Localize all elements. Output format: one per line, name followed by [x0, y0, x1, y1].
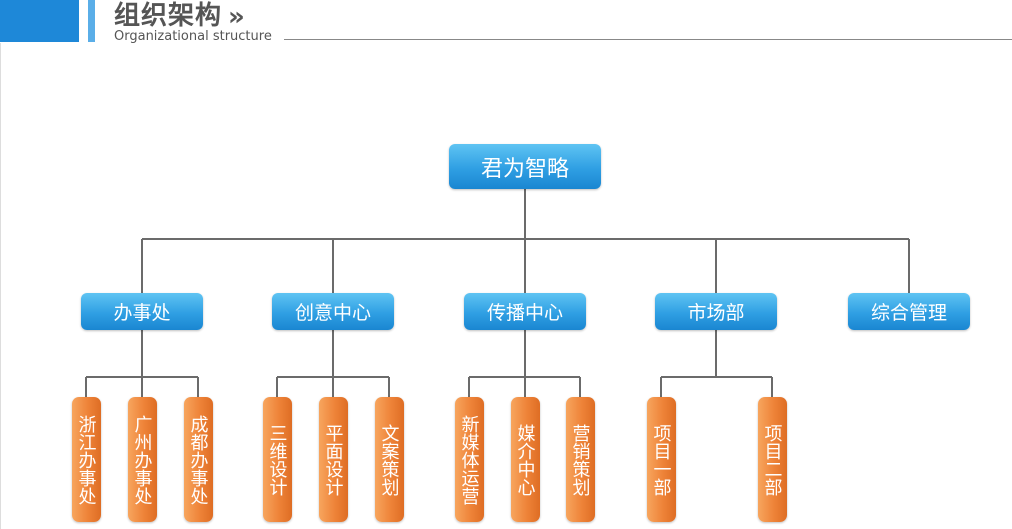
org-node-team: 广州办事处 — [127, 397, 157, 522]
org-node-team: 媒介中心 — [510, 397, 540, 522]
org-node-department: 市场部 — [655, 293, 777, 330]
org-node-team: 文案策划 — [374, 397, 404, 522]
org-node-department: 创意中心 — [272, 293, 394, 330]
header-accent-stripe — [88, 0, 95, 42]
org-node-team: 三维设计 — [262, 397, 292, 522]
org-node-team: 项目一部 — [646, 397, 676, 522]
double-chevron-right-icon: » — [228, 2, 245, 32]
org-node-team: 营销策划 — [565, 397, 595, 522]
org-node-team: 项目二部 — [757, 397, 787, 522]
page-title: 组织架构 — [114, 1, 223, 31]
org-node-team: 浙江办事处 — [71, 397, 101, 522]
org-node-team: 新媒体运营 — [454, 397, 484, 522]
header-divider — [284, 39, 1012, 40]
org-node-root: 君为智略 — [449, 144, 601, 189]
org-node-team: 平面设计 — [318, 397, 348, 522]
org-node-department: 办事处 — [81, 293, 203, 330]
org-node-department: 综合管理 — [848, 293, 970, 330]
left-border — [0, 43, 1, 529]
header-accent-bar — [0, 0, 79, 42]
org-node-team: 成都办事处 — [183, 397, 213, 522]
org-node-department: 传播中心 — [464, 293, 586, 330]
page-subtitle: Organizational structure — [114, 29, 272, 44]
